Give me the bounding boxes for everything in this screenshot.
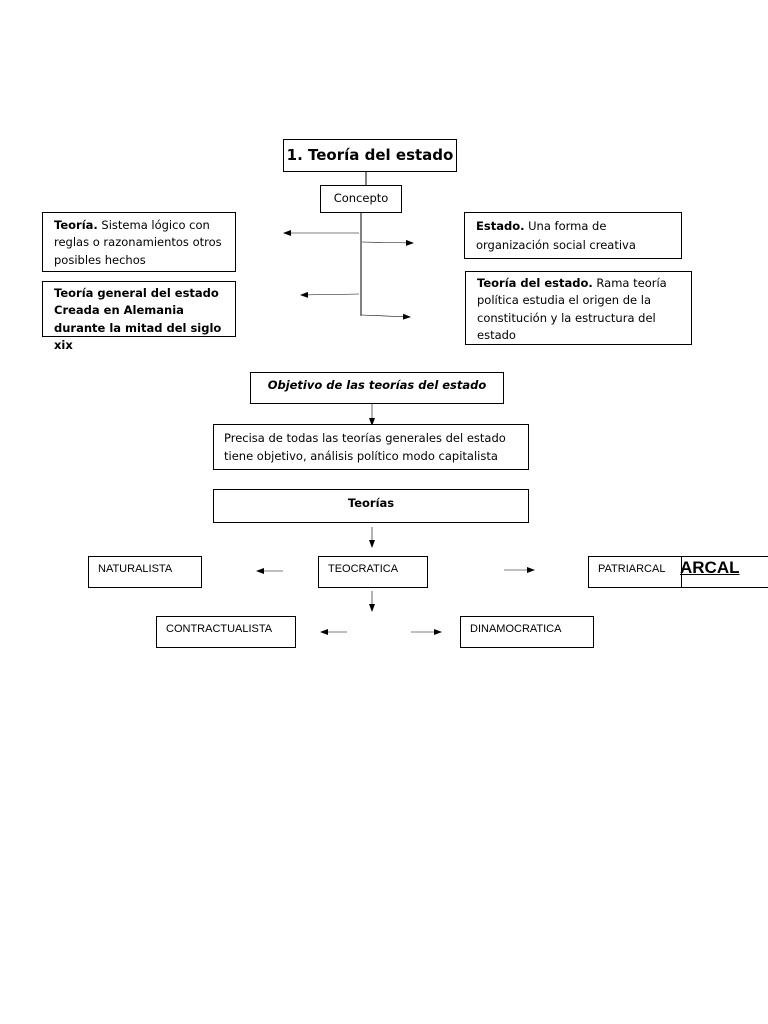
teocratica-box: TEOCRATICA xyxy=(318,556,428,588)
teocratica-label: TEOCRATICA xyxy=(328,563,399,575)
teoria-estado-term: Teoría del estado. xyxy=(477,276,593,290)
naturalista-label: NATURALISTA xyxy=(98,563,173,575)
patriarcal-box: PATRIARCAL xyxy=(588,556,768,588)
teoria-estado-definition-box: Teoría del estado. Rama teoría política … xyxy=(465,271,692,345)
precisa-text: Precisa de todas las teorías generales d… xyxy=(224,431,506,464)
title-text: 1. Teoría del estado xyxy=(286,146,454,165)
teoria-general-box: Teoría general del estado Creada en Alem… xyxy=(42,281,236,352)
patriarcal-divider xyxy=(681,556,682,588)
arrow-to-teoria-estado xyxy=(361,313,411,320)
objetivo-box: Objetivo de las teorías del estado xyxy=(250,372,504,404)
arrow-to-estado xyxy=(361,239,414,246)
teoria-term: Teoría. xyxy=(54,218,98,232)
naturalista-box: NATURALISTA xyxy=(88,556,202,588)
contractualista-box: CONTRACTUALISTA xyxy=(156,616,296,648)
dinamocratica-box: DINAMOCRATICA xyxy=(460,616,594,648)
estado-term: Estado. xyxy=(476,219,525,233)
arrow-to-teoria-general xyxy=(300,291,360,298)
teorias-box: Teorías xyxy=(213,489,529,523)
contractualista-label: CONTRACTUALISTA xyxy=(166,623,273,635)
estado-definition-box: Estado. Una forma de organización social… xyxy=(464,212,682,259)
teoria-definition-box: Teoría. Sistema lógico con reglas o razo… xyxy=(42,212,236,272)
title-box: 1. Teoría del estado xyxy=(283,139,457,172)
teorias-label: Teorías xyxy=(347,496,395,510)
teoria-general-text: Teoría general del estado Creada en Alem… xyxy=(54,286,222,352)
teoria-definition-text: Sistema lógico con reglas o razonamiento… xyxy=(54,218,222,267)
patriarcal-label: PATRIARCAL xyxy=(598,563,666,575)
concepto-box: Concepto xyxy=(320,185,402,213)
teoria-estado-definition-text: Rama teoría política estudia el origen d… xyxy=(477,276,667,342)
precisa-box: Precisa de todas las teorías generales d… xyxy=(213,424,529,470)
estado-definition-text: Una forma de organización social creativ… xyxy=(476,219,636,252)
concepto-label: Concepto xyxy=(333,191,389,205)
dinamocratica-label: DINAMOCRATICA xyxy=(470,623,562,635)
objetivo-text: Objetivo de las teorías del estado xyxy=(267,378,487,392)
patriarcal-overflow-text: ARCAL xyxy=(680,558,740,577)
